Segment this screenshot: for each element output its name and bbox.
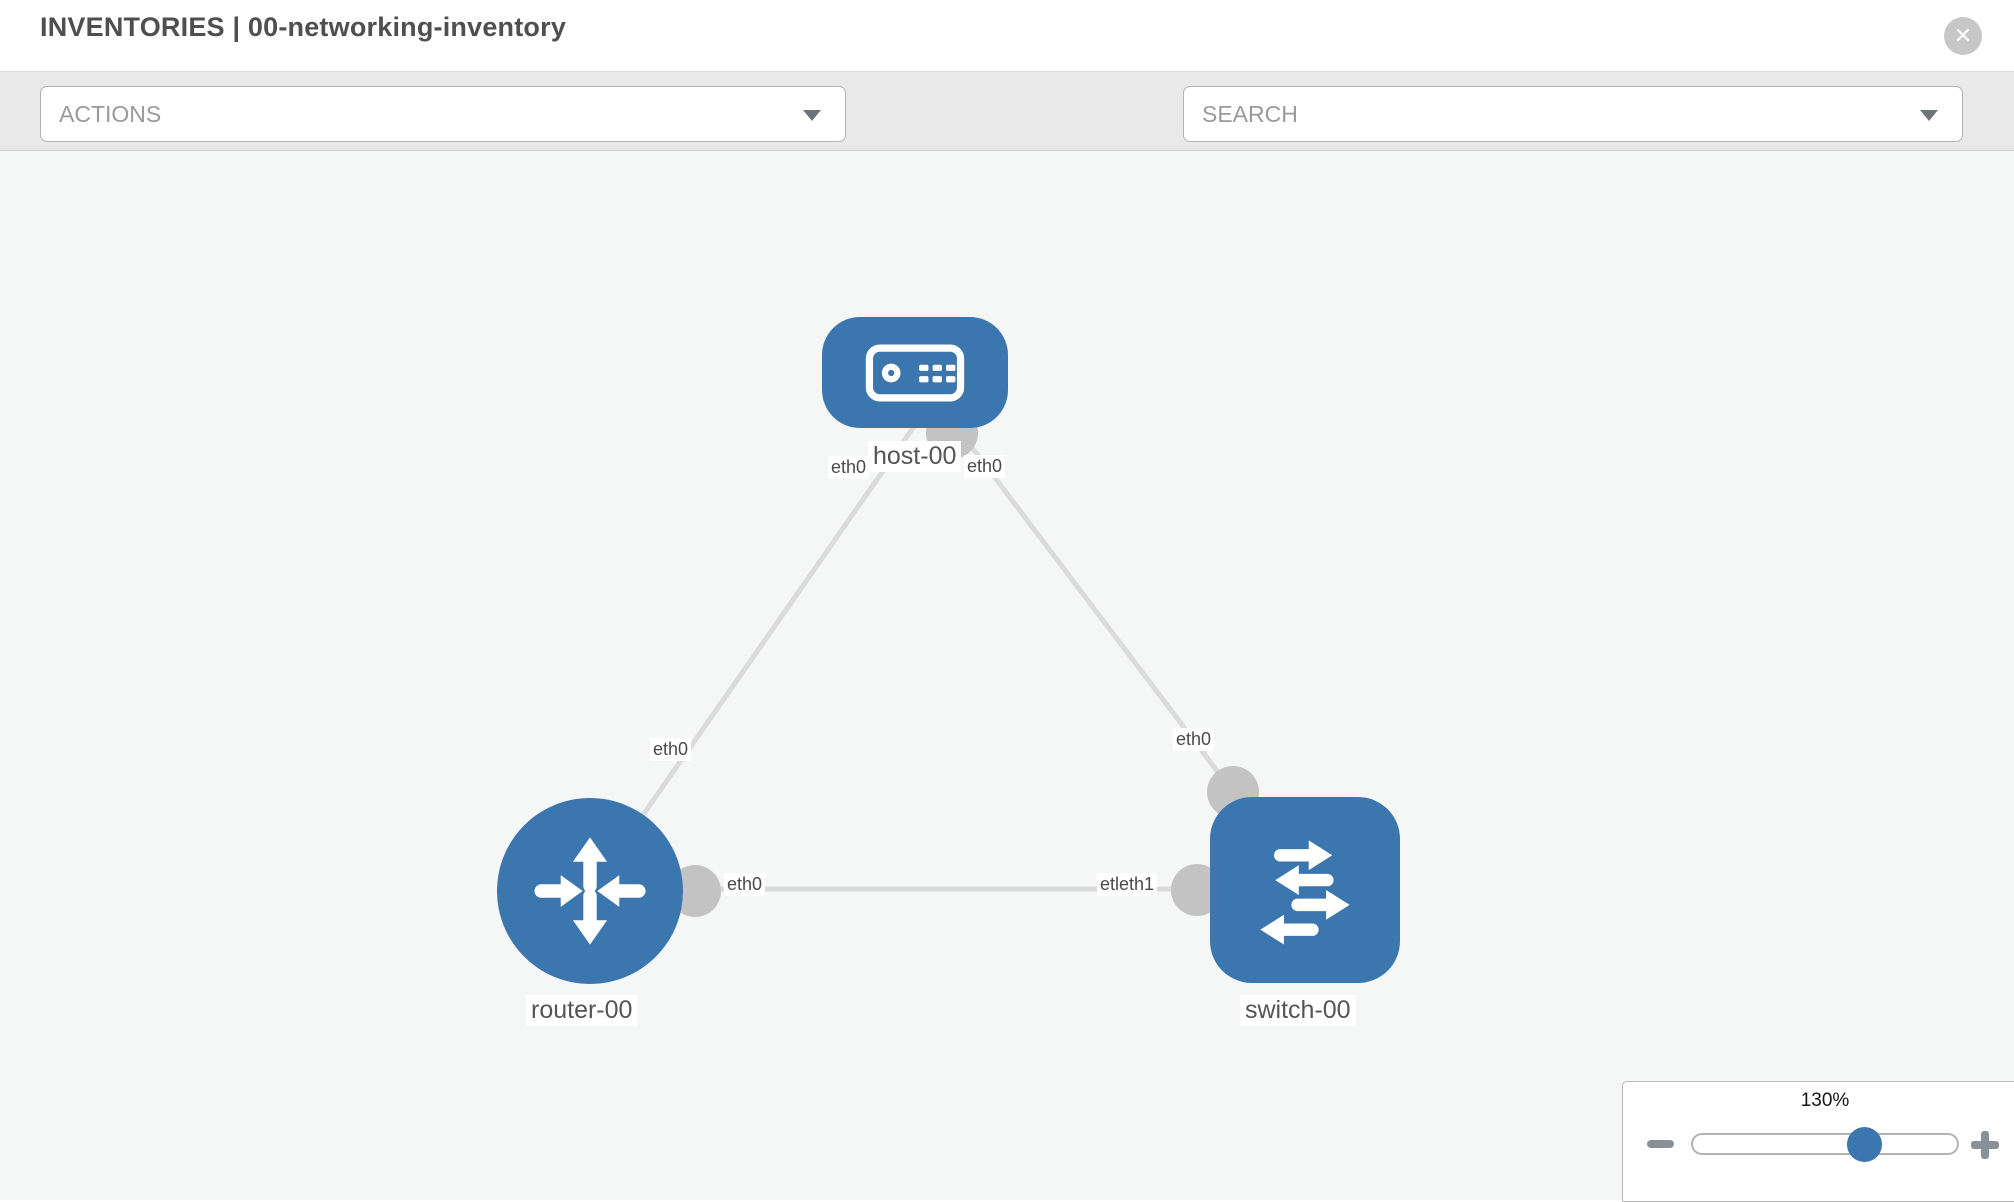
node-host-00[interactable] bbox=[822, 317, 1008, 428]
search-dropdown-label: SEARCH bbox=[1202, 101, 1298, 127]
actions-dropdown-label: ACTIONS bbox=[59, 101, 162, 127]
plus-bar bbox=[1981, 1131, 1989, 1159]
actions-dropdown[interactable]: ACTIONS bbox=[40, 86, 846, 142]
interface-label: eth0 bbox=[650, 738, 692, 761]
host-icon bbox=[865, 344, 965, 401]
link-host-router[interactable] bbox=[587, 423, 918, 893]
zoom-control-panel: 130% bbox=[1622, 1081, 2014, 1202]
plus-icon[interactable] bbox=[1971, 1131, 1999, 1159]
close-icon[interactable]: ✕ bbox=[1944, 17, 1982, 55]
interface-label: eth0 bbox=[724, 873, 766, 896]
zoom-level-value: 130% bbox=[1800, 1090, 1850, 1111]
zoom-slider-track[interactable] bbox=[1691, 1133, 1959, 1155]
search-dropdown[interactable]: SEARCH bbox=[1183, 86, 1963, 142]
node-switch-00[interactable] bbox=[1210, 797, 1400, 983]
node-router-00[interactable] bbox=[497, 798, 683, 984]
interface-label: eth0 bbox=[828, 456, 870, 479]
interface-label: eth0 bbox=[1173, 728, 1215, 751]
interface-label: etleth1 bbox=[1097, 873, 1158, 896]
node-label-router: router-00 bbox=[526, 995, 638, 1026]
router-icon bbox=[534, 837, 646, 945]
page-title: INVENTORIES | 00-networking-inventory bbox=[40, 12, 567, 42]
interface-label: eth0 bbox=[964, 455, 1006, 478]
node-label-host: host-00 bbox=[868, 441, 962, 472]
chevron-down-icon bbox=[803, 110, 821, 121]
app-header: INVENTORIES | 00-networking-inventory ✕ bbox=[0, 0, 2014, 71]
zoom-slider-handle[interactable] bbox=[1847, 1127, 1882, 1162]
minus-icon[interactable] bbox=[1647, 1140, 1674, 1148]
toolbar: ACTIONS SEARCH bbox=[0, 71, 2014, 203]
switch-icon bbox=[1260, 840, 1350, 945]
chevron-down-icon bbox=[1920, 110, 1938, 121]
topology-links-layer bbox=[587, 407, 1295, 917]
node-label-switch: switch-00 bbox=[1240, 995, 1356, 1026]
topology-canvas[interactable]: host-00 router-00 switch-00 eth0 eth0 et… bbox=[0, 151, 2014, 1202]
